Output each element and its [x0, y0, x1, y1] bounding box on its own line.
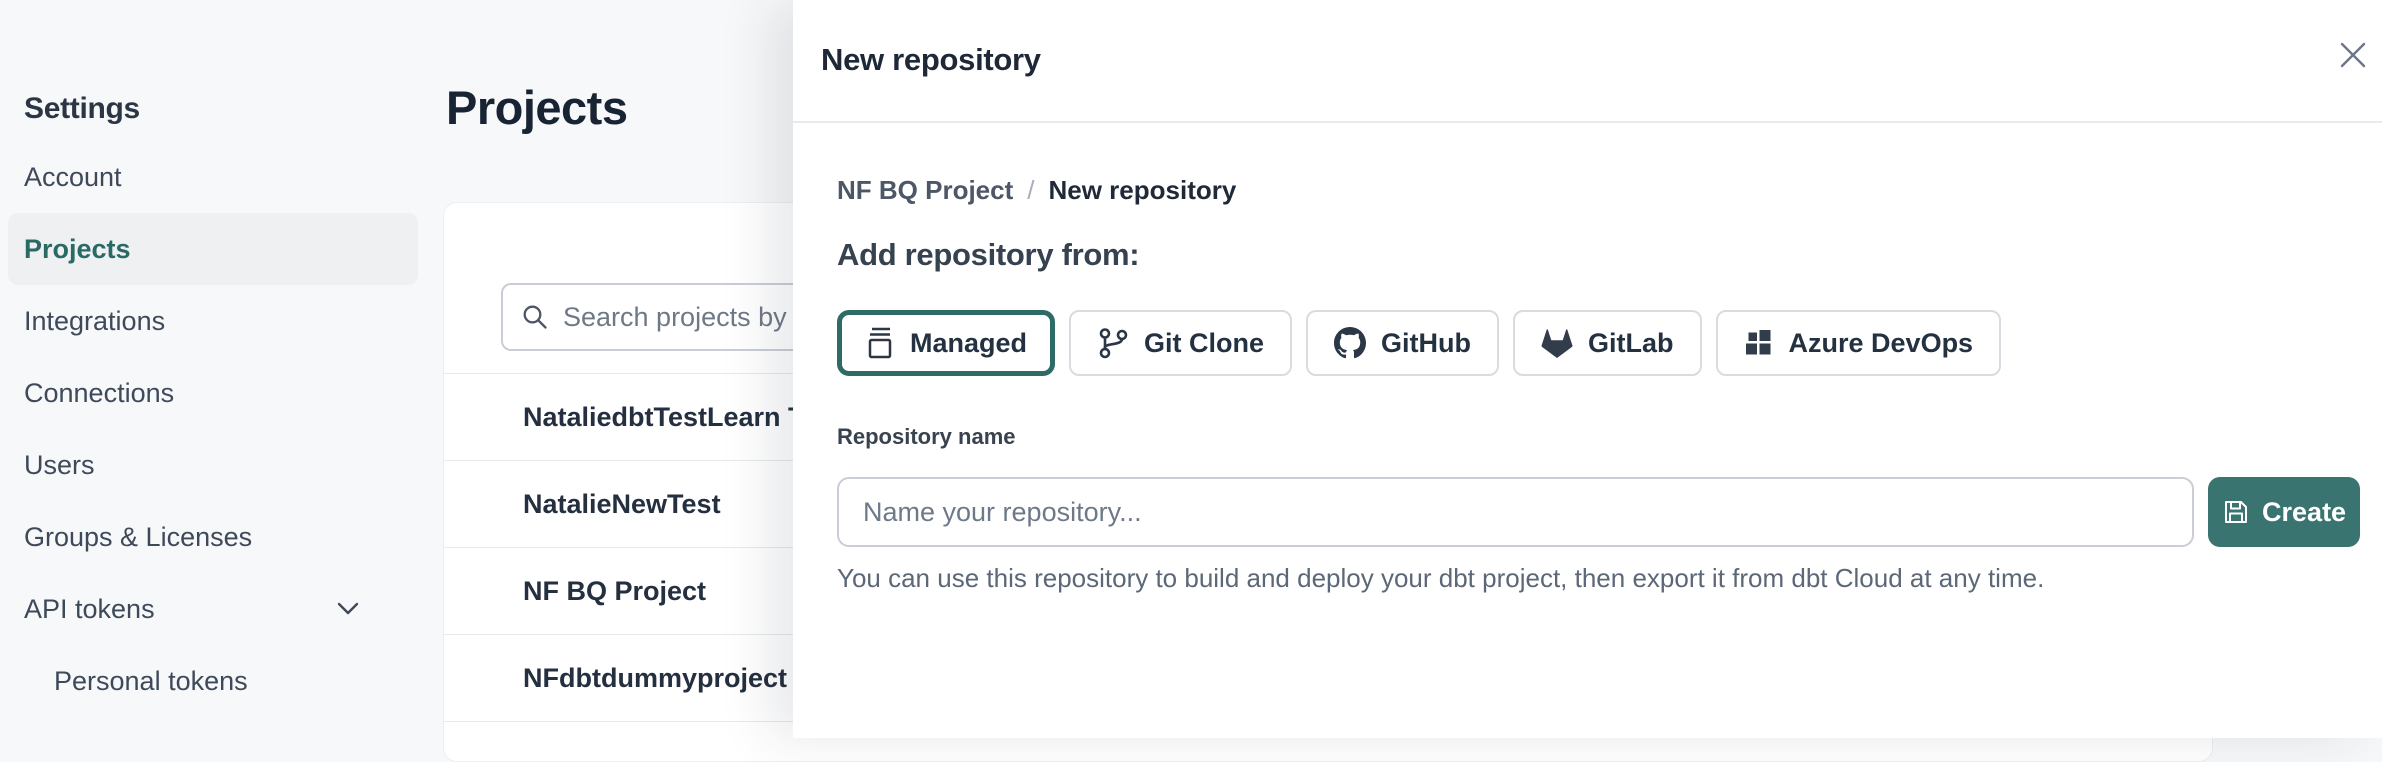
close-icon	[2340, 42, 2366, 68]
sidebar-item-integrations[interactable]: Integrations	[8, 285, 418, 357]
modal-header: New repository	[793, 0, 2382, 123]
source-label: Azure DevOps	[1788, 327, 1974, 358]
new-repository-modal: New repository NF BQ Project / New repos…	[793, 0, 2382, 738]
repository-helper-text: You can use this repository to build and…	[837, 563, 2045, 593]
sidebar-item-projects[interactable]: Projects	[8, 213, 418, 285]
sidebar-item-label: Account	[24, 161, 122, 192]
source-github-button[interactable]: GitHub	[1306, 310, 1500, 376]
source-label: GitHub	[1381, 327, 1472, 358]
repository-form-row: Create	[837, 477, 2360, 547]
source-label: GitLab	[1588, 327, 1674, 358]
sidebar-item-users[interactable]: Users	[8, 429, 418, 501]
source-managed-button[interactable]: Managed	[837, 310, 1056, 376]
sidebar-item-label: Projects	[24, 233, 131, 264]
gitlab-icon	[1541, 328, 1573, 359]
sidebar-item-api-tokens[interactable]: API tokens	[8, 573, 418, 645]
git-branch-icon	[1097, 327, 1129, 359]
sidebar-item-groups-licenses[interactable]: Groups & Licenses	[8, 501, 418, 573]
azure-devops-icon	[1744, 328, 1774, 358]
sidebar-item-label: API tokens	[24, 593, 155, 624]
search-icon	[521, 303, 549, 331]
project-name: NataliedbtTestLearn T	[523, 401, 805, 432]
breadcrumb-parent[interactable]: NF BQ Project	[837, 175, 1014, 205]
save-icon	[2222, 498, 2250, 526]
chevron-down-icon	[336, 601, 360, 617]
sidebar-item-label: Integrations	[24, 305, 166, 336]
settings-sidebar: Settings Account Projects Integrations C…	[0, 0, 449, 738]
settings-nav: Account Projects Integrations Connection…	[8, 141, 418, 717]
source-gitlab-button[interactable]: GitLab	[1513, 310, 1702, 376]
settings-title: Settings	[24, 92, 140, 125]
modal-body: NF BQ Project / New repository Add repos…	[793, 175, 2382, 593]
source-azure-devops-button[interactable]: Azure DevOps	[1715, 310, 2002, 376]
breadcrumb: NF BQ Project / New repository	[837, 175, 2360, 206]
sidebar-item-label: Personal tokens	[54, 665, 248, 696]
close-button[interactable]	[2330, 32, 2376, 78]
create-button-label: Create	[2262, 496, 2347, 527]
source-label: Git Clone	[1144, 327, 1265, 358]
project-name: NatalieNewTest	[523, 488, 721, 519]
source-label: Managed	[910, 327, 1028, 358]
repo-source-options: Managed Git Clone GitHub	[837, 310, 2360, 376]
project-name: NFdbtdummyproject	[523, 662, 788, 693]
sidebar-item-label: Connections	[24, 377, 175, 408]
sidebar-item-personal-tokens[interactable]: Personal tokens	[8, 645, 418, 717]
sidebar-item-connections[interactable]: Connections	[8, 357, 418, 429]
breadcrumb-current: New repository	[1048, 175, 1237, 205]
section-heading: Add repository from:	[837, 237, 1140, 272]
sidebar-item-label: Groups & Licenses	[24, 521, 253, 552]
github-icon	[1334, 327, 1367, 359]
sidebar-item-label: Users	[24, 449, 95, 480]
breadcrumb-separator: /	[1027, 175, 1035, 205]
source-git-clone-button[interactable]: Git Clone	[1069, 310, 1293, 376]
sidebar-item-account[interactable]: Account	[8, 141, 418, 213]
managed-repo-icon	[865, 326, 895, 360]
create-button[interactable]: Create	[2208, 477, 2360, 547]
modal-title: New repository	[821, 42, 1041, 77]
repository-name-input[interactable]	[837, 477, 2195, 547]
project-name: NF BQ Project	[523, 575, 707, 606]
page-title: Projects	[446, 81, 628, 134]
repository-name-label: Repository name	[837, 424, 1016, 449]
